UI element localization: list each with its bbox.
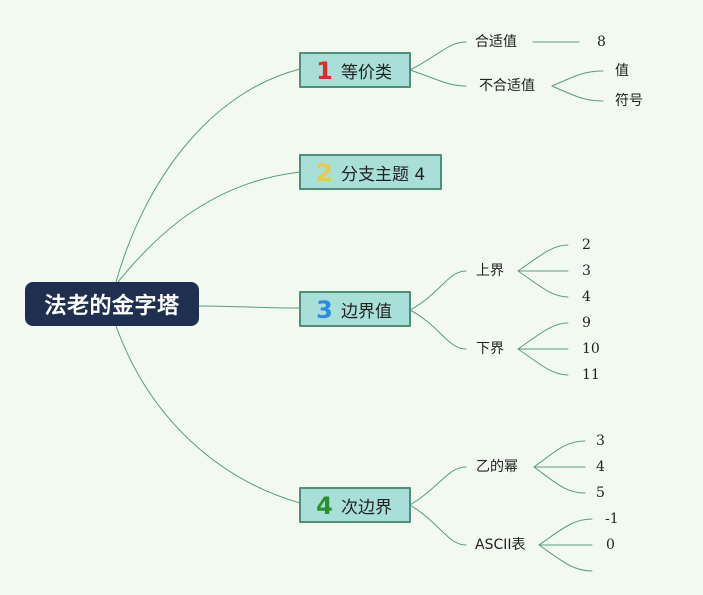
branch-1[interactable]: 1 等价类 — [299, 52, 411, 88]
leaf-3[interactable]: 3 — [582, 263, 591, 279]
connector-branch-3-child-1 — [409, 270, 467, 311]
leaf-minus-1[interactable]: -1 — [605, 511, 619, 527]
connector-branch-4-child-2-leaf-1 — [538, 518, 593, 546]
connector-branch-4-child-1 — [409, 466, 467, 506]
connector-branch-4-child-2-leaf-3 — [538, 544, 593, 572]
leaf-value[interactable]: 值 — [615, 63, 629, 79]
subtopic-lower-bound[interactable]: 下界 — [476, 341, 504, 357]
leaf-4-power[interactable]: 4 — [596, 459, 605, 475]
connector-branch-3-child-2-leaf-3 — [517, 348, 569, 376]
connector-branch-3-child-1-leaf-1 — [517, 244, 569, 272]
leaf-8[interactable]: 8 — [597, 34, 606, 50]
branch-4-label: 次边界 — [341, 497, 392, 518]
connector-branch-1-child-2 — [409, 69, 467, 87]
branch-3-label: 边界值 — [341, 301, 392, 322]
branch-3[interactable]: 3 边界值 — [299, 291, 411, 327]
branch-2[interactable]: 2 分支主题 4 — [299, 154, 442, 190]
branch-badge-4: 4 — [316, 492, 333, 520]
leaf-3-power[interactable]: 3 — [596, 433, 605, 449]
connector-branch-3-child-1-leaf-3 — [517, 270, 569, 298]
branch-2-label: 分支主题 4 — [341, 164, 426, 185]
subtopic-suitable-values[interactable]: 合适值 — [475, 34, 517, 50]
subtopic-upper-bound[interactable]: 上界 — [476, 263, 504, 279]
branch-badge-2: 2 — [316, 159, 333, 187]
branch-badge-1: 1 — [316, 57, 333, 85]
leaf-symbol[interactable]: 符号 — [615, 93, 643, 109]
leaf-10[interactable]: 10 — [582, 341, 600, 357]
root-topic-label: 法老的金字塔 — [44, 294, 180, 319]
subtopic-unsuitable-values[interactable]: 不合适值 — [479, 78, 535, 94]
leaf-2[interactable]: 2 — [582, 237, 591, 253]
leaf-5-power[interactable]: 5 — [596, 485, 605, 501]
connector-branch-1-child-1 — [409, 41, 467, 71]
connector-branch-1-child-2-leaf-2 — [551, 85, 604, 102]
connector-branch-4-child-2 — [409, 504, 467, 546]
connector-root-branch-2 — [117, 171, 301, 283]
connector-root-branch-3 — [197, 305, 301, 309]
branch-4[interactable]: 4 次边界 — [299, 487, 411, 523]
subtopic-ascii-table[interactable]: ASCII表 — [475, 537, 526, 553]
connector-branch-4-child-1-leaf-3 — [533, 466, 586, 494]
connector-branch-3-child-2 — [409, 309, 467, 350]
leaf-11[interactable]: 11 — [582, 367, 600, 383]
branch-badge-3: 3 — [316, 296, 333, 324]
leaf-4[interactable]: 4 — [582, 289, 591, 305]
connector-branch-1-child-2-leaf-1 — [551, 70, 604, 87]
leaf-0[interactable]: 0 — [606, 537, 615, 553]
branch-1-label: 等价类 — [341, 62, 392, 83]
connector-branch-3-child-2-leaf-1 — [517, 322, 569, 350]
connector-root-branch-1 — [115, 68, 301, 283]
root-topic[interactable]: 法老的金字塔 — [25, 282, 199, 326]
leaf-9[interactable]: 9 — [582, 315, 591, 331]
connector-root-branch-4 — [115, 325, 301, 504]
connector-branch-4-child-1-leaf-1 — [533, 440, 586, 468]
subtopic-power-of-b[interactable]: 乙的幂 — [476, 459, 518, 475]
